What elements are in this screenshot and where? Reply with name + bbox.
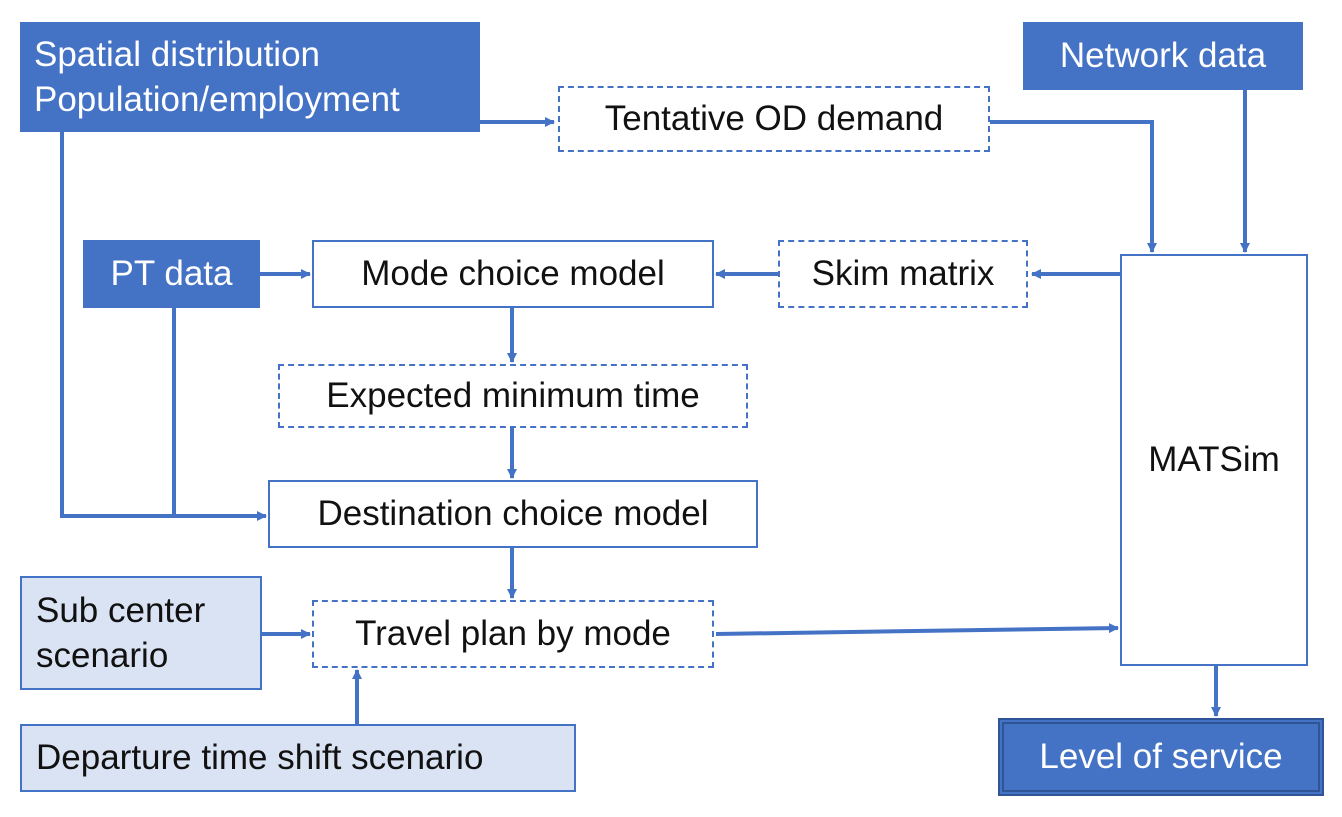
spatial-line-1: Spatial distribution (34, 34, 320, 74)
skim-matrix-box: Skim matrix (778, 240, 1028, 308)
departure-time-shift-label: Departure time shift scenario (36, 738, 484, 778)
expected-minimum-time-box: Expected minimum time (278, 364, 748, 428)
network-data-box: Network data (1023, 22, 1303, 90)
travel-plan-by-mode-box: Travel plan by mode (312, 600, 714, 668)
arrow-tentative-to-matsim (990, 120, 1157, 253)
sub-center-line-1: Sub center (36, 590, 206, 630)
arrow-travel-to-matsim (715, 623, 1119, 636)
level-of-service-box: Level of service (998, 718, 1324, 796)
sub-center-line-2: scenario (36, 636, 169, 675)
matsim-label: MATSim (1148, 440, 1280, 480)
departure-time-shift-box: Departure time shift scenario (20, 724, 576, 792)
tentative-od-demand-box: Tentative OD demand (558, 86, 990, 152)
mode-choice-model-label: Mode choice model (361, 254, 665, 294)
expected-minimum-time-label: Expected minimum time (326, 376, 700, 416)
arrow-spatial-to-destination (60, 132, 267, 521)
pt-data-label: PT data (110, 254, 233, 294)
destination-choice-model-label: Destination choice model (317, 494, 709, 534)
travel-plan-by-mode-label: Travel plan by mode (355, 614, 671, 654)
matsim-box: MATSim (1120, 254, 1308, 666)
spatial-distribution-box: Spatial distribution Population/employme… (20, 22, 480, 132)
mode-choice-model-box: Mode choice model (312, 240, 714, 308)
pt-data-box: PT data (83, 240, 260, 308)
destination-choice-model-box: Destination choice model (268, 480, 758, 548)
sub-center-scenario-box: Sub center scenario (20, 576, 262, 690)
skim-matrix-label: Skim matrix (811, 254, 995, 294)
level-of-service-label: Level of service (1039, 737, 1283, 777)
spatial-line-2: Population/employment (34, 80, 400, 119)
network-data-label: Network data (1059, 36, 1267, 76)
tentative-od-demand-label: Tentative OD demand (604, 99, 944, 139)
